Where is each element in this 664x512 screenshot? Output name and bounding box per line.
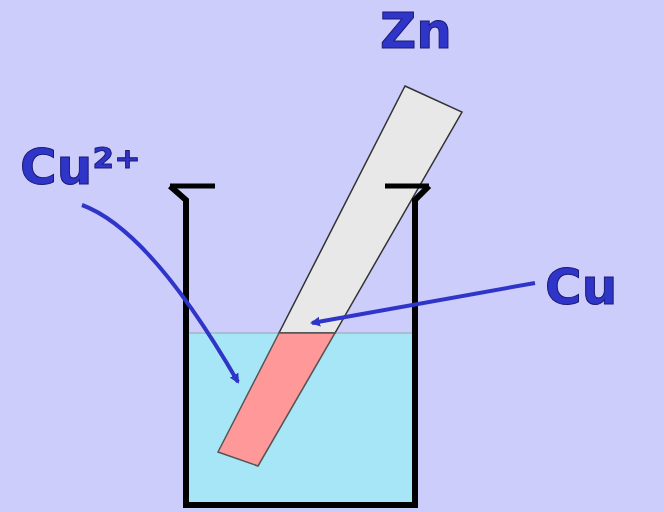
copper-coating	[218, 333, 335, 466]
leader-arrow	[312, 283, 535, 323]
zinc-strip	[279, 86, 462, 333]
leader-arrow	[82, 205, 238, 382]
element-label: Zn	[380, 6, 452, 56]
beaker-rim	[170, 184, 215, 189]
beaker-rim	[385, 184, 429, 189]
beaker	[170, 186, 429, 505]
solution	[186, 333, 415, 505]
ion-label: Cu²⁺	[20, 142, 141, 192]
element-label: Cu	[545, 262, 617, 312]
